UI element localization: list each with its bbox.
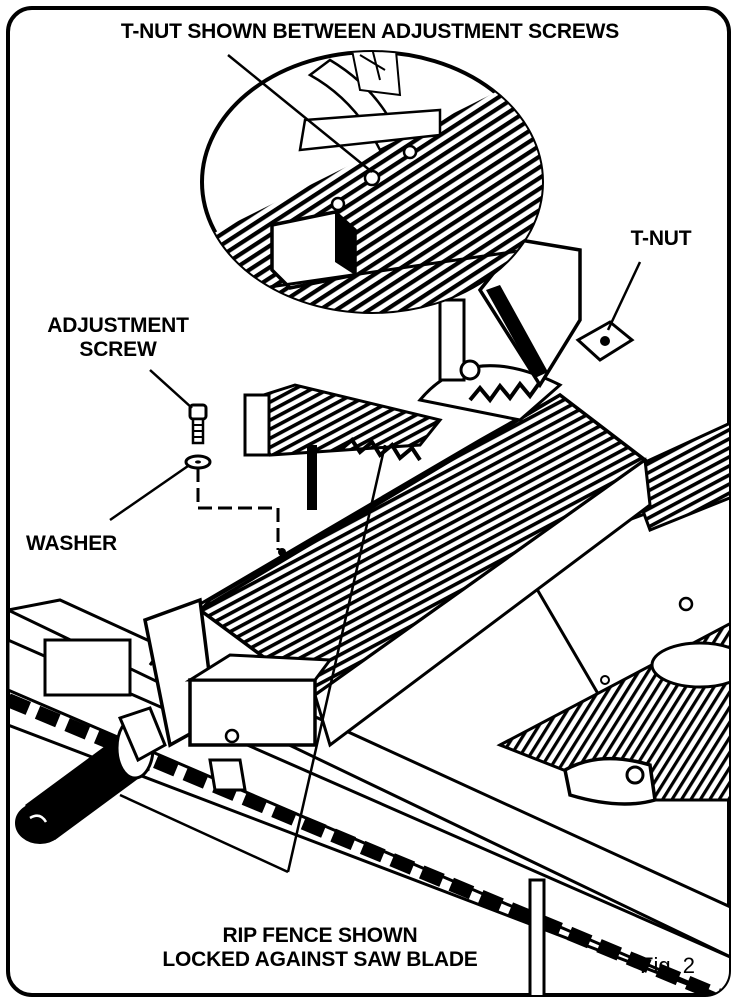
- leader-rip-fence-1: [119, 793, 289, 874]
- leader-tnut: [606, 261, 642, 331]
- rail-clamp: [43, 638, 132, 697]
- washer-guide-line: [196, 468, 280, 550]
- table-screw-2: [600, 675, 610, 685]
- lock-handle: [15, 706, 167, 844]
- callout-adjustment-screw: ADJUSTMENT SCREW: [18, 314, 218, 361]
- table-leg: [528, 878, 546, 995]
- t-nut-part: [575, 320, 635, 362]
- leader-washer: [109, 464, 189, 522]
- table-screw-1: [678, 596, 694, 612]
- saw-teeth-upper: [468, 380, 542, 404]
- riving-knife: [438, 298, 466, 382]
- callout-tnut-between-screws: T-NUT SHOWN BETWEEN ADJUSTMENT SCREWS: [120, 20, 620, 43]
- lock-block-screw: [224, 728, 240, 744]
- rear-rail-end: [243, 393, 271, 457]
- callout-adjustment-screw-line2: SCREW: [79, 337, 157, 361]
- callout-washer: WASHER: [26, 532, 117, 555]
- blade-guard-rib: [486, 285, 548, 378]
- adjustment-screw-part: [188, 403, 208, 445]
- clamp-foot: [208, 758, 247, 792]
- leader-adjustment-screw: [149, 369, 193, 409]
- callout-adjustment-screw-line1: ADJUSTMENT: [47, 314, 189, 337]
- guard-pivot: [459, 359, 481, 381]
- inset-detail: [200, 50, 544, 314]
- lock-block: [188, 678, 317, 747]
- saw-teeth: [338, 437, 422, 462]
- figure-caption: Fig. 2: [640, 953, 696, 978]
- fence-screw-hole: [278, 548, 286, 556]
- leader-rip-fence-2: [286, 444, 387, 873]
- rip-fence-side: [313, 457, 652, 748]
- blade-guard: [477, 238, 582, 389]
- table-hole: [650, 641, 729, 689]
- lock-block-top: [184, 653, 333, 682]
- callout-rip-fence: RIP FENCE SHOWN LOCKED AGAINST SAW BLADE: [110, 924, 530, 971]
- table-lock-screw: [625, 765, 645, 785]
- callout-tnut: T-NUT: [630, 227, 692, 250]
- washer-part: [184, 454, 212, 470]
- callout-rip-fence-line2: LOCKED AGAINST SAW BLADE: [162, 947, 478, 971]
- callout-rip-fence-line1: RIP FENCE SHOWN: [222, 924, 418, 947]
- leader-inset: [227, 54, 373, 173]
